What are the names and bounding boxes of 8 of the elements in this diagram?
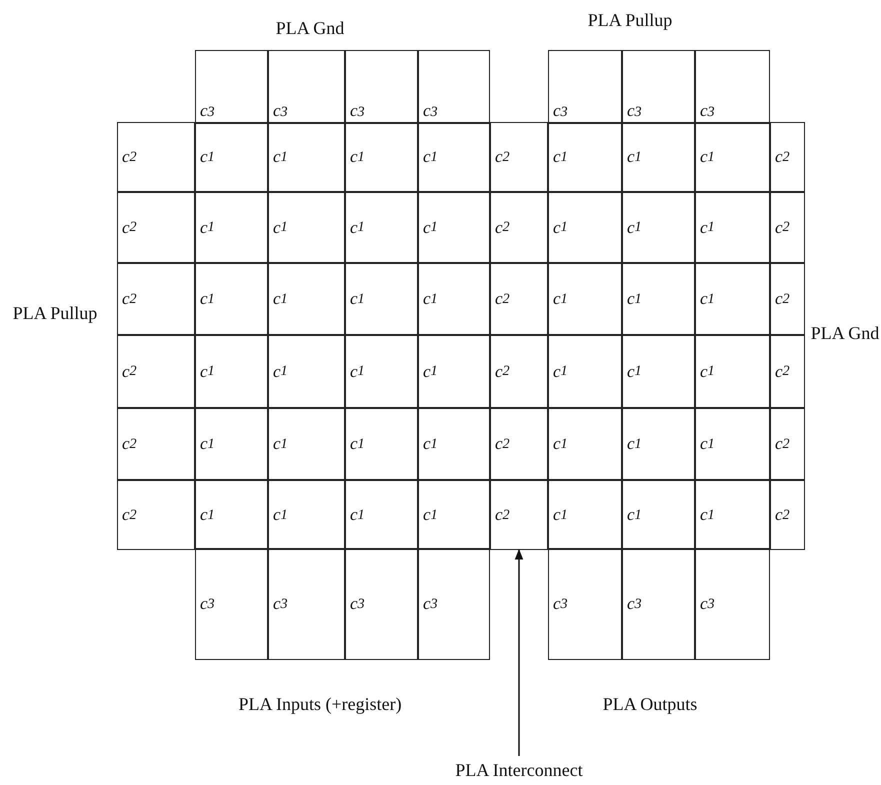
block-label: PLA Gnd [274, 17, 346, 40]
block-label: PLA Pullup [586, 9, 674, 32]
block-label: PLA Interconnect [404, 756, 634, 785]
arrow [514, 548, 524, 756]
block-label: PLA Pullup [12, 302, 98, 325]
block-label: PLA Gnd [810, 322, 880, 345]
block-label: PLA Inputs (+register) [237, 693, 403, 716]
block-label: PLA Outputs [602, 693, 698, 716]
